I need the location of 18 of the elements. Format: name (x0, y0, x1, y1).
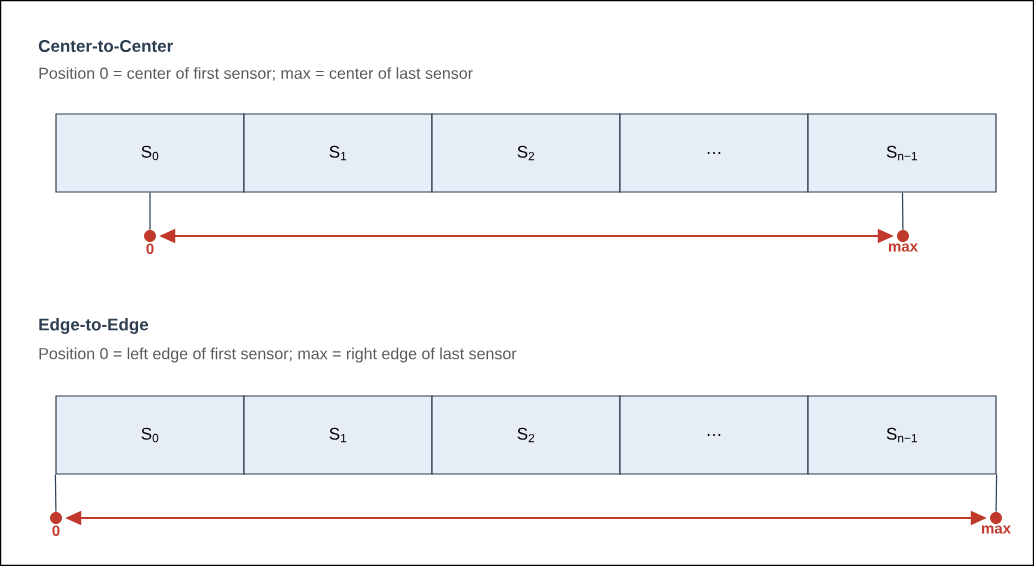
sensor-cell: S$_{1}$ (243, 395, 433, 475)
sensor-cell: … (619, 395, 809, 475)
leader-line (54, 474, 57, 513)
description-text: Position 0 = left edge of first sensor; max = right edge of last sensor (39, 347, 517, 363)
leader-line (901, 192, 904, 231)
section-heading: Center-to-Center (38, 40, 173, 52)
leader-line (149, 192, 151, 231)
section-heading: Edge-to-Edge (39, 318, 149, 334)
sensor-cell: S$_{0}$ (55, 395, 245, 475)
sensor-cell: S$_{n−1}$ (807, 395, 997, 475)
sensor-cell: S$_{0}$ (55, 113, 245, 193)
sensor-cell: S$_{1}$ (243, 113, 433, 193)
description-text: Position 0 = center of first sensor; max = center of last sensor (39, 67, 473, 81)
sensor-cell: … (619, 113, 809, 193)
sensor-cell: S$_{2}$ (431, 395, 621, 475)
sensor-cell: S$_{n−1}$ (807, 113, 997, 193)
sensor-cell: S$_{2}$ (431, 113, 621, 193)
leader-line (995, 474, 998, 513)
